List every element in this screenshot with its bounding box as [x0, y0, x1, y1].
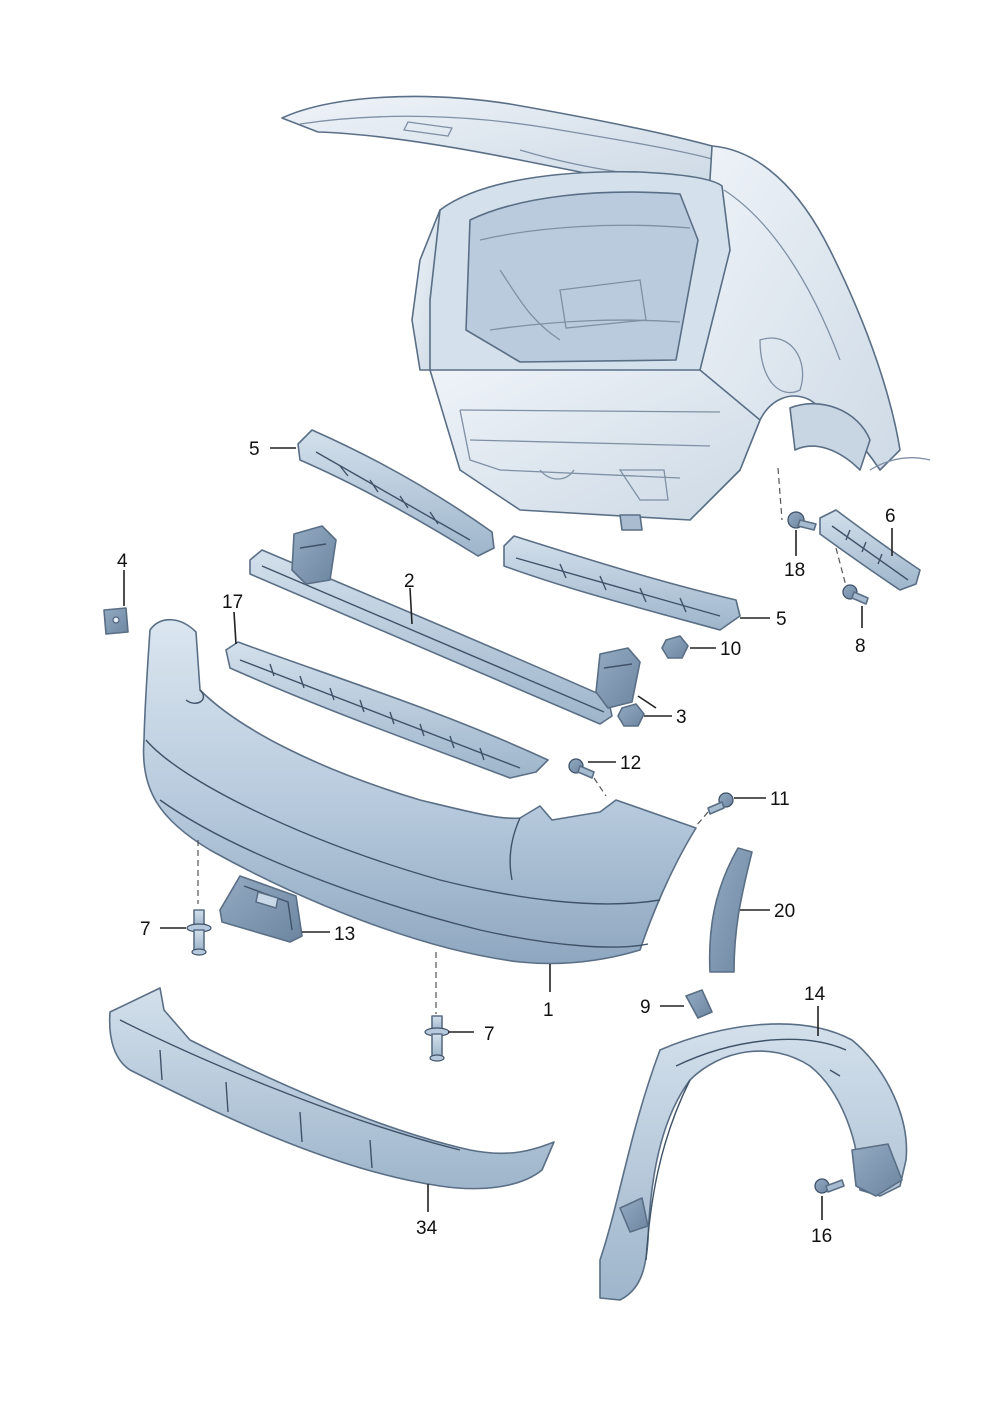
axis-line-12 [593, 777, 607, 797]
axis-line-6 [777, 467, 783, 521]
part-18-bolt [787, 511, 817, 531]
callout-13: 13 [334, 924, 355, 945]
callout-8: 8 [855, 636, 866, 657]
callout-20: 20 [774, 901, 795, 922]
part-10-nut [661, 635, 689, 659]
callout-2: 2 [404, 571, 415, 592]
callout-11: 11 [770, 789, 790, 810]
part-13-license-plate-light [219, 875, 303, 943]
callout-18: 18 [784, 560, 805, 581]
callout-1: 1 [543, 1000, 554, 1021]
callout-6: 6 [885, 506, 896, 527]
leader-17 [233, 611, 237, 645]
part-6-side-guide-bracket [819, 509, 921, 591]
callout-14: 14 [804, 984, 826, 1005]
part-3-nut [617, 703, 645, 727]
callout-34: 34 [416, 1218, 438, 1239]
part-17-energy-absorber [225, 641, 549, 779]
part-11-screw [707, 792, 734, 815]
callout-17: 17 [222, 592, 243, 613]
callout-5a: 5 [249, 439, 260, 460]
part-5-right-guide-bracket [503, 535, 741, 631]
callout-12: 12 [620, 753, 641, 774]
part-4-clip-nut [103, 607, 129, 635]
callout-3: 3 [676, 707, 687, 728]
callout-7a: 7 [140, 919, 151, 940]
axis-line-8 [835, 547, 847, 587]
part-16-screw [814, 1178, 845, 1194]
leader-3-branch [637, 695, 657, 709]
part-8-screw [842, 584, 869, 605]
callout-16: 16 [811, 1226, 832, 1247]
part-20-trim-strip [708, 847, 753, 973]
part-12-screw [568, 758, 595, 779]
part-7-rivet-bottom [424, 1015, 450, 1062]
callout-10: 10 [720, 639, 741, 660]
car-rear-body [281, 95, 931, 531]
callout-7b: 7 [484, 1024, 495, 1045]
callout-4: 4 [117, 551, 128, 572]
leader-2 [409, 587, 413, 625]
axis-line-11 [695, 811, 709, 827]
part-7-rivet-left [186, 909, 212, 956]
part-14-wheel-housing-liner [599, 1023, 908, 1301]
callout-5b: 5 [776, 609, 787, 630]
part-2-bumper-carrier [249, 525, 641, 725]
part-34-lower-diffuser [108, 987, 555, 1190]
callout-9: 9 [640, 997, 651, 1018]
part-5-left-guide-bracket [297, 429, 495, 557]
part-1-bumper-cover [142, 618, 697, 965]
part-9-clip [685, 989, 713, 1019]
